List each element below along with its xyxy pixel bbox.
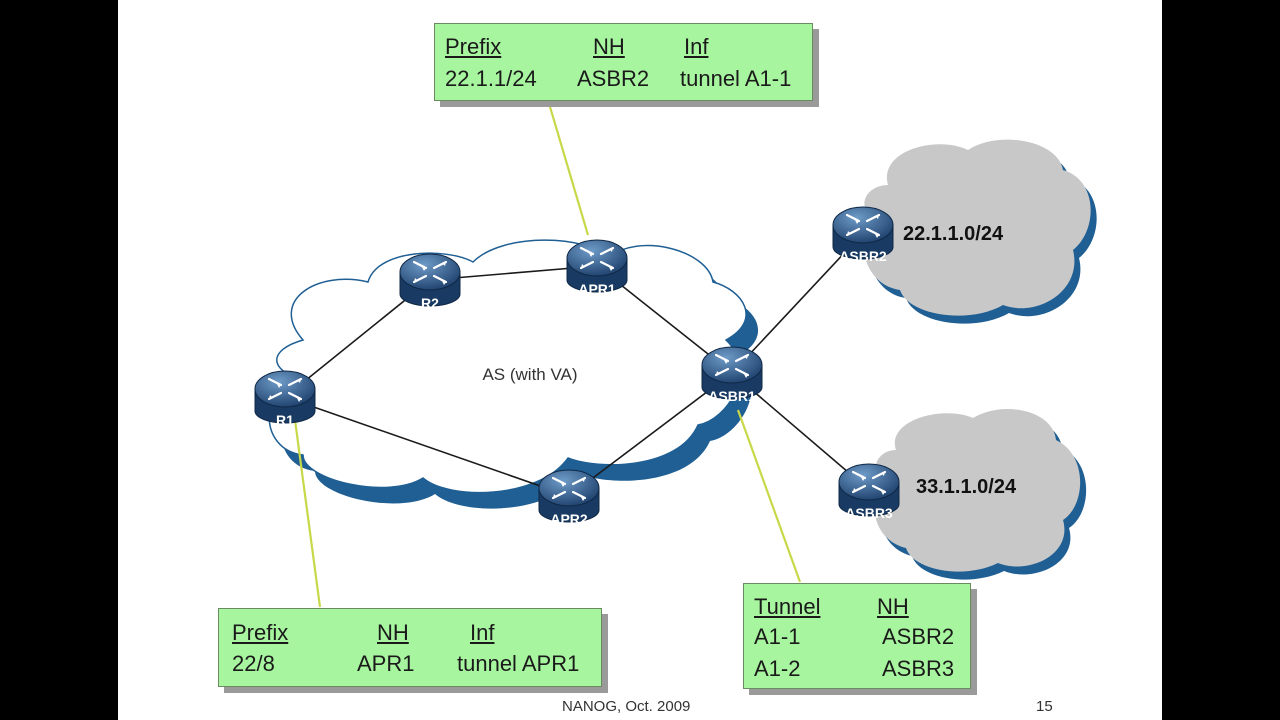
callout-apr1	[546, 99, 590, 236]
link-asbr1-asbr2	[731, 232, 864, 374]
router-icon	[566, 239, 628, 293]
header-inf: Inf	[684, 34, 709, 59]
prefix-label-asbr2: 22.1.1.0/24	[903, 223, 1004, 245]
header-tunnel: Tunnel	[754, 594, 821, 619]
cell-nh: ASBR2	[577, 66, 650, 91]
cell-inf: tunnel APR1	[457, 651, 580, 676]
router-apr1: APR1	[566, 239, 628, 297]
router-icon	[838, 463, 900, 517]
router-label: ASBR3	[845, 505, 893, 521]
as-cloud	[268, 239, 759, 509]
external-cloud-asbr2	[863, 139, 1097, 324]
cell-tunnel-1: A1-1	[754, 624, 801, 649]
link-r1-apr2	[284, 396, 570, 497]
external-cloud-asbr3	[874, 409, 1087, 580]
asbr1-tunnel-table: Tunnel NH A1-1 ASBR2 A1-2 ASBR3	[743, 583, 971, 689]
router-asbr1: ASBR1	[701, 346, 763, 404]
router-asbr2: ASBR2	[832, 206, 894, 264]
cell-prefix: 22/8	[232, 651, 275, 676]
router-icon	[832, 206, 894, 260]
apr1-routing-table: Prefix NH Inf 22.1.1/24 ASBR2 tunnel A1-…	[434, 23, 813, 101]
router-label: APR2	[550, 511, 588, 527]
cell-tunnel-2: A1-2	[754, 656, 801, 681]
router-apr2: APR2	[538, 469, 600, 527]
router-r2: R2	[399, 253, 461, 311]
cell-nh-2: ASBR3	[882, 656, 955, 681]
router-label: R1	[276, 412, 294, 428]
callout-r1	[293, 419, 322, 608]
footer-event: NANOG, Oct. 2009	[562, 698, 691, 715]
router-label: R2	[421, 295, 439, 311]
cell-inf: tunnel A1-1	[680, 66, 792, 91]
router-icon	[538, 469, 600, 523]
router-label: ASBR2	[839, 248, 887, 264]
r1-routing-table: Prefix NH Inf 22/8 APR1 tunnel APR1	[218, 608, 602, 687]
header-prefix: Prefix	[232, 620, 289, 645]
router-label: ASBR1	[708, 388, 756, 404]
link-apr2-asbr1	[568, 372, 733, 497]
header-prefix: Prefix	[445, 34, 502, 59]
page-number: 15	[1036, 698, 1053, 715]
header-nh: NH	[877, 594, 909, 619]
cell-prefix: 22.1.1/24	[445, 66, 537, 91]
cell-nh-1: ASBR2	[882, 624, 955, 649]
header-nh: NH	[593, 34, 625, 59]
callouts	[293, 99, 802, 608]
router-asbr3: ASBR3	[838, 463, 900, 521]
callout-asbr1	[736, 409, 802, 583]
prefix-label-asbr3: 33.1.1.0/24	[916, 476, 1017, 498]
router-r1: R1	[254, 370, 316, 428]
header-nh: NH	[377, 620, 409, 645]
as-label: AS (with VA)	[482, 365, 577, 384]
router-icon	[254, 370, 316, 424]
header-inf: Inf	[470, 620, 495, 645]
router-icon	[701, 346, 763, 400]
cell-nh: APR1	[357, 651, 415, 676]
router-icon	[399, 253, 461, 307]
router-label: APR1	[578, 281, 616, 297]
